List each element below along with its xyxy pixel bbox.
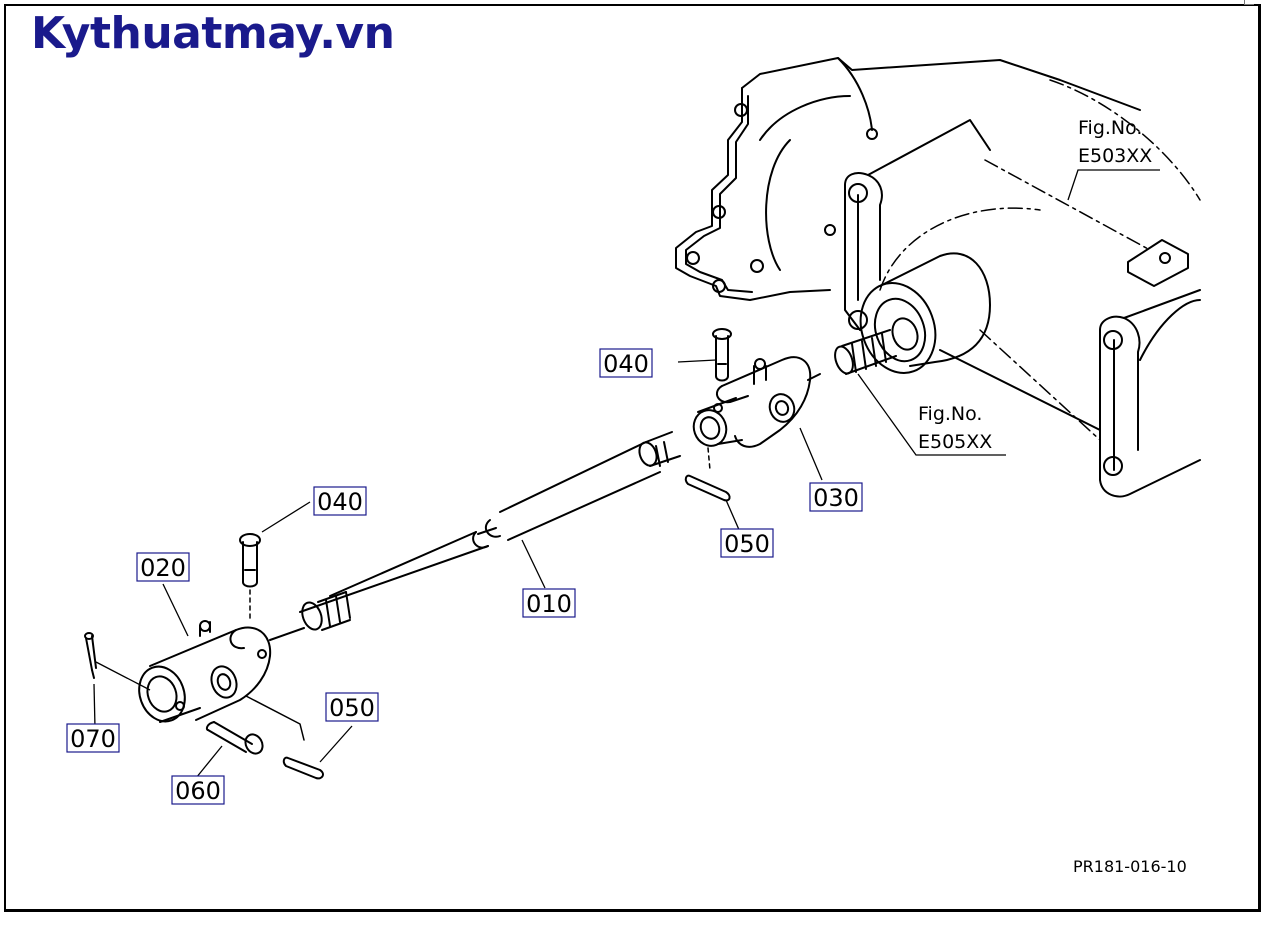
callout-070[interactable]: 070 xyxy=(66,723,120,753)
fig-ref-2-line1: Fig.No. xyxy=(918,403,982,425)
drawing-code: PR181-016-10 xyxy=(1073,857,1187,876)
pin-060 xyxy=(205,721,264,755)
upper-yoke-030 xyxy=(692,356,821,448)
pin-040-upper xyxy=(712,328,732,382)
lower-yoke-020 xyxy=(138,620,305,723)
callout-050-upper[interactable]: 050 xyxy=(720,528,774,558)
transmission-housing xyxy=(675,57,1201,498)
corner-mark xyxy=(1244,0,1254,5)
brand-watermark: Kythuatmay.vn xyxy=(31,8,395,59)
drawing-frame xyxy=(4,4,1261,912)
callout-label: 050 xyxy=(724,530,770,558)
fig-ref-1-line1: Fig.No. xyxy=(1078,117,1142,139)
callout-040-lower[interactable]: 040 xyxy=(313,486,367,516)
callout-label: 060 xyxy=(175,777,221,805)
callout-060[interactable]: 060 xyxy=(171,775,225,805)
callout-030[interactable]: 030 xyxy=(809,482,863,512)
callout-label: 020 xyxy=(140,554,186,582)
pin-070 xyxy=(84,632,97,679)
drive-shaft-010 xyxy=(299,431,681,631)
callout-050-lower[interactable]: 050 xyxy=(325,692,379,722)
leader-lines xyxy=(93,169,1160,779)
callout-label: 040 xyxy=(317,488,363,516)
fig-ref-1-line2: E503XX xyxy=(1078,145,1152,167)
callout-020[interactable]: 020 xyxy=(136,552,190,582)
callout-label: 040 xyxy=(603,350,649,378)
cotter-050-lower xyxy=(245,695,324,780)
pin-040-lower xyxy=(239,533,261,621)
callout-040-upper[interactable]: 040 xyxy=(599,348,653,378)
pto-bearing-housing xyxy=(834,252,1101,431)
callout-label: 070 xyxy=(70,725,116,753)
callout-010[interactable]: 010 xyxy=(522,588,576,618)
callout-label: 030 xyxy=(813,484,859,512)
callout-label: 050 xyxy=(329,694,375,722)
fig-ref-2-line2: E505XX xyxy=(918,431,992,453)
cotter-050-upper xyxy=(684,447,731,502)
callout-label: 010 xyxy=(526,590,572,618)
